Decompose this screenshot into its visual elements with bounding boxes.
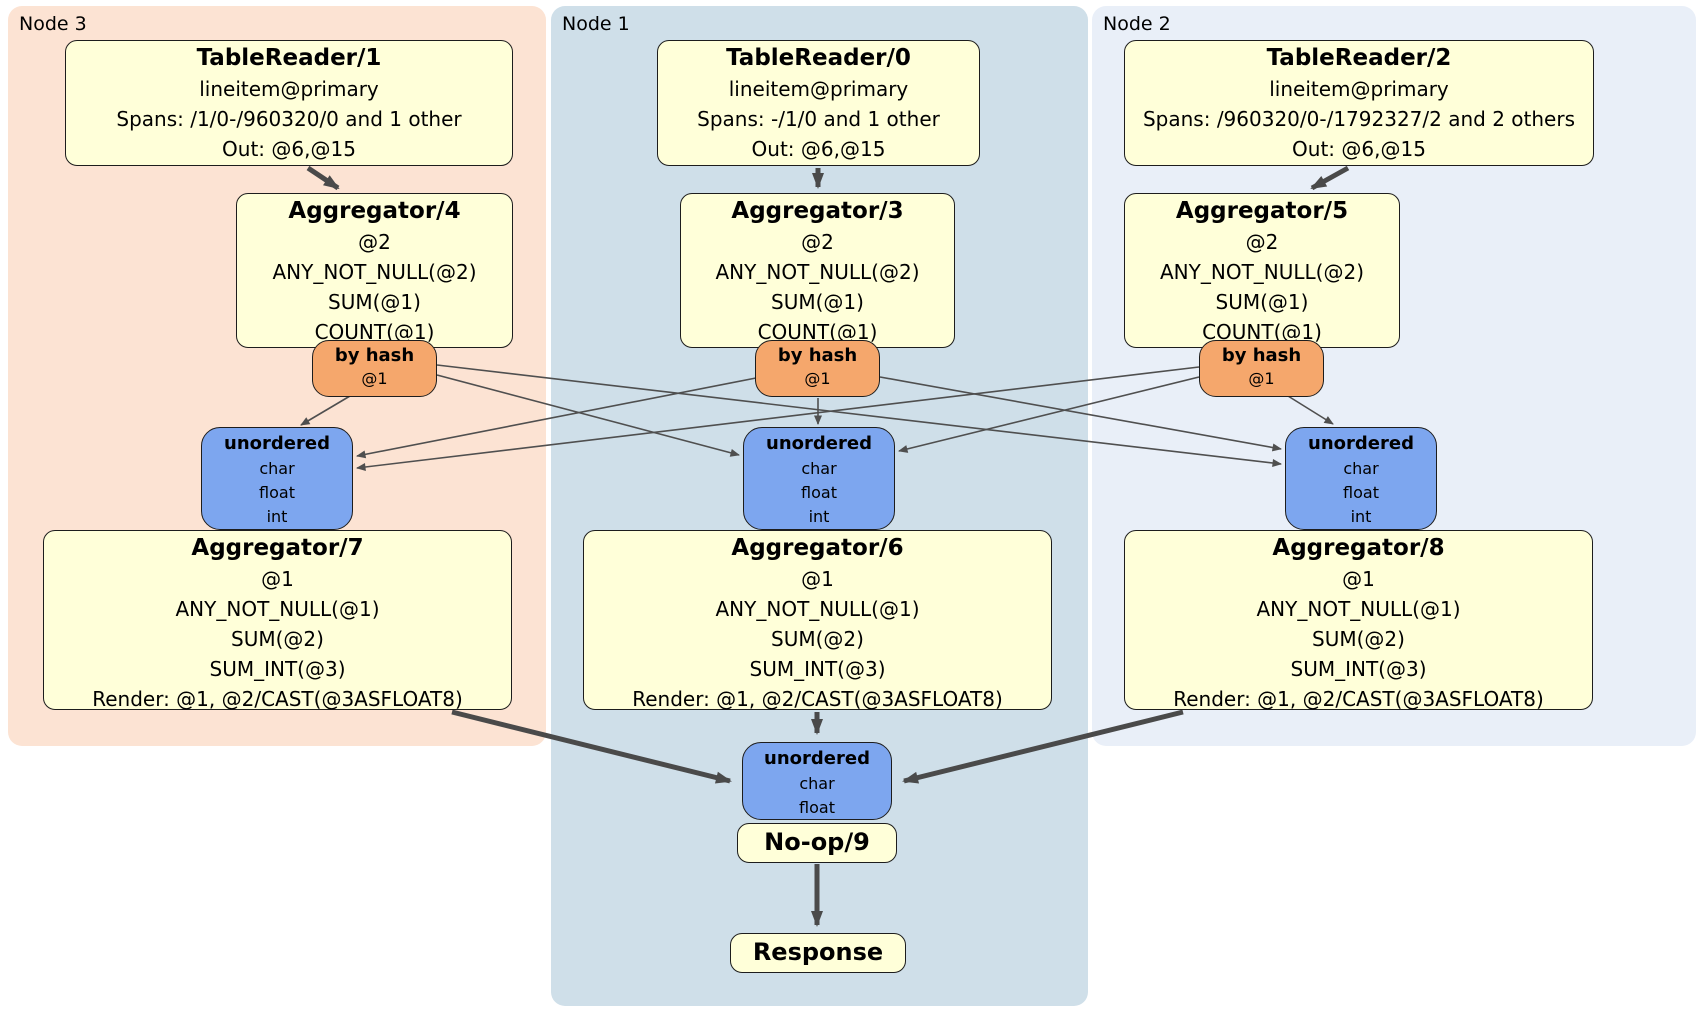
node-detail: char: [801, 459, 837, 478]
node-detail: ANY_NOT_NULL(@2): [272, 260, 477, 284]
noop-node: No-op/9: [737, 823, 897, 863]
hash-router-node1: by hash @1: [755, 340, 880, 397]
node-detail: Spans: /960320/0-/1792327/2 and 2 others: [1142, 107, 1575, 131]
edge-hashrouter3-sync1: [436, 374, 740, 457]
node-detail: SUM_INT(@3): [1290, 657, 1427, 681]
node2-region-label: Node 2: [1103, 13, 1171, 35]
node-detail: char: [799, 774, 835, 793]
edge-hashrouter2-sync2: [1287, 395, 1334, 425]
node-detail: Spans: -/1/0 and 1 other: [697, 107, 940, 131]
node-detail: char: [1343, 459, 1379, 478]
node-title: unordered: [764, 748, 870, 769]
node-title: Aggregator/7: [191, 535, 364, 561]
node-title: unordered: [1308, 433, 1414, 454]
node-detail: ANY_NOT_NULL(@1): [175, 597, 380, 621]
node-title: TableReader/2: [1266, 45, 1452, 71]
node-detail: lineitem@primary: [728, 77, 909, 101]
hash-router-node3: by hash @1: [312, 340, 437, 397]
node-detail: Spans: /1/0-/960320/0 and 1 other: [116, 107, 462, 131]
edge-hashrouter2-sync1: [898, 376, 1200, 453]
aggregator-8-node: Aggregator/8 @1 ANY_NOT_NULL(@1) SUM(@2)…: [1124, 530, 1593, 711]
edge-tablereader1-aggregator4: [306, 165, 340, 191]
node-detail: SUM(@1): [1215, 290, 1309, 314]
node3-region-label: Node 3: [19, 13, 87, 35]
node-title: Response: [752, 938, 884, 966]
node-detail: @1: [801, 567, 834, 591]
node-detail: float: [801, 483, 837, 502]
node-title: Aggregator/5: [1175, 198, 1349, 224]
tablereader-2-node: TableReader/2 lineitem@primary Spans: /9…: [1124, 40, 1594, 166]
node-detail: SUM_INT(@3): [749, 657, 886, 681]
edge-hashrouter3-sync3: [300, 395, 351, 426]
node-detail: ANY_NOT_NULL(@2): [1160, 260, 1364, 284]
edge-hashrouter3-sync2: [436, 364, 1282, 467]
aggregator-5-node: Aggregator/5 @2 ANY_NOT_NULL(@2) SUM(@1)…: [1124, 193, 1400, 348]
node-detail: lineitem@primary: [1269, 77, 1449, 101]
tablereader-1-node: TableReader/1 lineitem@primary Spans: /1…: [65, 40, 513, 166]
unordered-sync-node1: unordered char float int: [743, 427, 895, 530]
node-detail: SUM(@2): [771, 627, 864, 651]
node-detail: float: [799, 798, 835, 817]
node-detail: float: [1343, 483, 1379, 502]
edge-tablereader2-aggregator5: [1310, 165, 1350, 191]
tablereader-0-node: TableReader/0 lineitem@primary Spans: -/…: [657, 40, 980, 166]
node-detail: Out: @6,@15: [222, 137, 356, 161]
node-title: by hash: [334, 345, 415, 366]
node-detail: @2: [358, 230, 391, 254]
node-detail: SUM_INT(@3): [209, 657, 346, 681]
node-title: unordered: [766, 433, 872, 454]
node-detail: Render: @1, @2/CAST(@3ASFLOAT8): [632, 687, 1003, 711]
node-detail: ANY_NOT_NULL(@2): [715, 260, 920, 284]
edge-hashrouter1-sync2: [879, 376, 1282, 452]
aggregator-3-node: Aggregator/3 @2 ANY_NOT_NULL(@2) SUM(@1)…: [680, 193, 955, 348]
node-detail: ANY_NOT_NULL(@1): [1256, 597, 1461, 621]
node-detail: Render: @1, @2/CAST(@3ASFLOAT8): [1173, 687, 1544, 711]
node-detail: char: [259, 459, 295, 478]
node-detail: @2: [801, 230, 834, 254]
node-detail: @1: [1342, 567, 1375, 591]
node-title: TableReader/1: [196, 45, 382, 71]
final-unordered-sync: unordered char float: [742, 742, 892, 820]
node-detail: @1: [1248, 369, 1275, 388]
node-detail: int: [1350, 507, 1372, 526]
node-detail: Out: @6,@15: [751, 137, 886, 161]
aggregator-7-node: Aggregator/7 @1 ANY_NOT_NULL(@1) SUM(@2)…: [43, 530, 512, 711]
node-title: Aggregator/6: [731, 535, 904, 561]
node-detail: SUM(@2): [231, 627, 324, 651]
node-detail: Out: @6,@15: [1292, 137, 1426, 161]
node-detail: int: [808, 507, 830, 526]
node-detail: SUM(@1): [328, 290, 421, 314]
node-title: unordered: [224, 433, 330, 454]
response-node: Response: [730, 933, 906, 973]
unordered-sync-node3: unordered char float int: [201, 427, 353, 530]
aggregator-4-node: Aggregator/4 @2 ANY_NOT_NULL(@2) SUM(@1)…: [236, 193, 513, 348]
node-detail: ANY_NOT_NULL(@1): [715, 597, 920, 621]
node-title: No-op/9: [764, 828, 870, 856]
node-detail: @1: [261, 567, 294, 591]
node-detail: lineitem@primary: [199, 77, 379, 101]
node-title: Aggregator/3: [731, 198, 904, 224]
edge-aggregator8-finalsync: [902, 709, 1184, 784]
node-title: by hash: [1221, 345, 1302, 366]
unordered-sync-node2: unordered char float int: [1285, 427, 1437, 530]
node-detail: int: [266, 507, 288, 526]
node-title: by hash: [777, 345, 858, 366]
node-detail: float: [259, 483, 295, 502]
node-title: TableReader/0: [726, 45, 911, 71]
node-detail: @2: [1245, 230, 1279, 254]
hash-router-node2: by hash @1: [1199, 340, 1324, 397]
aggregator-6-node: Aggregator/6 @1 ANY_NOT_NULL(@1) SUM(@2)…: [583, 530, 1052, 711]
edge-hashrouter2-sync3: [356, 366, 1200, 471]
node1-region-label: Node 1: [562, 13, 630, 35]
node-title: Aggregator/4: [288, 198, 461, 224]
node-detail: SUM(@1): [771, 290, 864, 314]
node-detail: Render: @1, @2/CAST(@3ASFLOAT8): [92, 687, 463, 711]
edge-aggregator7-finalsync: [451, 709, 732, 784]
node-title: Aggregator/8: [1272, 535, 1445, 561]
node-detail: SUM(@2): [1312, 627, 1405, 651]
node-detail: @1: [361, 369, 388, 388]
edge-hashrouter1-sync3: [356, 377, 757, 459]
node-detail: @1: [804, 369, 831, 388]
